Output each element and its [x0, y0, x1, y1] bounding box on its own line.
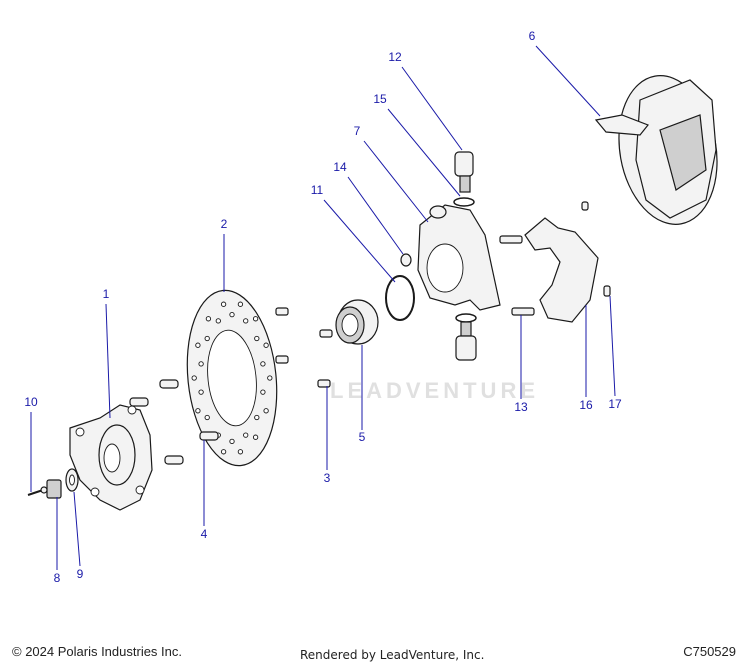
rotor-hole — [204, 414, 210, 421]
callout-leader-15 — [387, 108, 461, 197]
rotor-hole — [237, 301, 244, 307]
bleeder-screw — [603, 285, 611, 297]
callout-label-10[interactable]: 10 — [24, 395, 38, 409]
rotor-hole — [263, 342, 269, 348]
rotor-hole — [195, 408, 201, 414]
callout-leader-11 — [323, 199, 396, 283]
rotor-hole — [204, 335, 210, 342]
rotor-hole — [263, 408, 269, 414]
rotor-hole — [267, 375, 273, 381]
callout-label-4[interactable]: 4 — [201, 527, 208, 541]
rotor-hole — [229, 438, 235, 445]
lower-ball-joint — [455, 313, 477, 361]
callout-label-12[interactable]: 12 — [388, 50, 402, 64]
small-bolt — [581, 201, 589, 211]
rotor-hole — [260, 389, 266, 395]
rotor-hole — [252, 434, 259, 440]
callout-leader-6 — [535, 45, 601, 117]
callout-leader-14 — [347, 176, 404, 255]
watermark: LEADVENTURE — [330, 378, 539, 403]
brake-rotor — [186, 289, 278, 467]
rendered-by-text: Rendered by LeadVenture, Inc. — [300, 648, 485, 662]
callout-label-5[interactable]: 5 — [359, 430, 366, 444]
callout-label-1[interactable]: 1 — [103, 287, 110, 301]
callout-label-16[interactable]: 16 — [579, 398, 593, 412]
wheel-bearing — [335, 299, 379, 345]
steering-knuckle — [417, 204, 501, 311]
diagram-code: C750529 — [683, 644, 736, 659]
rotor-hole — [237, 449, 244, 455]
rotor-hole — [198, 389, 204, 395]
caliper-bolts — [499, 235, 535, 316]
callout-leader-1 — [105, 303, 111, 419]
cotter-pin — [27, 486, 48, 496]
rotor-hole — [243, 432, 249, 438]
rotor-hole — [195, 342, 201, 348]
rotor-hole — [252, 316, 259, 322]
rotor-hole — [254, 335, 260, 342]
rotor-hole — [215, 318, 221, 324]
callout-label-2[interactable]: 2 — [221, 217, 228, 231]
wheel-studs — [129, 379, 219, 465]
grease-plug — [400, 253, 412, 267]
rotor-hole — [220, 301, 227, 307]
callout-leader-7 — [363, 140, 429, 223]
callout-label-15[interactable]: 15 — [373, 92, 387, 106]
callout-label-3[interactable]: 3 — [324, 471, 331, 485]
callout-label-14[interactable]: 14 — [333, 160, 347, 174]
copyright-text: © 2024 Polaris Industries Inc. — [12, 644, 182, 659]
callout-leader-9 — [73, 491, 81, 567]
rotor-hole — [220, 449, 227, 455]
wheel-hub — [69, 404, 153, 511]
retaining-ring — [385, 275, 415, 321]
hub-nut — [46, 479, 62, 499]
rotor-hole — [198, 361, 204, 367]
rotor-bolts — [275, 307, 333, 388]
callout-label-13[interactable]: 13 — [514, 400, 528, 414]
callout-label-17[interactable]: 17 — [608, 397, 622, 411]
brake-caliper-assembly — [594, 75, 718, 225]
o-ring — [453, 197, 475, 207]
callout-leader-17 — [609, 295, 616, 397]
rotor-hole — [229, 311, 235, 318]
callout-label-6[interactable]: 6 — [529, 29, 536, 43]
rotor-hole — [254, 414, 260, 421]
callout-label-11[interactable]: 11 — [311, 183, 324, 197]
rotor-hole — [243, 318, 249, 324]
caliper-bracket — [524, 217, 599, 323]
rotor-hole — [260, 361, 266, 367]
callout-label-8[interactable]: 8 — [54, 571, 61, 585]
callout-label-9[interactable]: 9 — [77, 567, 84, 581]
rotor-hole — [191, 375, 197, 381]
washer — [65, 468, 79, 492]
upper-ball-joint — [454, 151, 474, 193]
callout-label-7[interactable]: 7 — [354, 124, 361, 138]
callout-leader-12 — [401, 66, 463, 151]
rotor-hole — [205, 316, 212, 322]
